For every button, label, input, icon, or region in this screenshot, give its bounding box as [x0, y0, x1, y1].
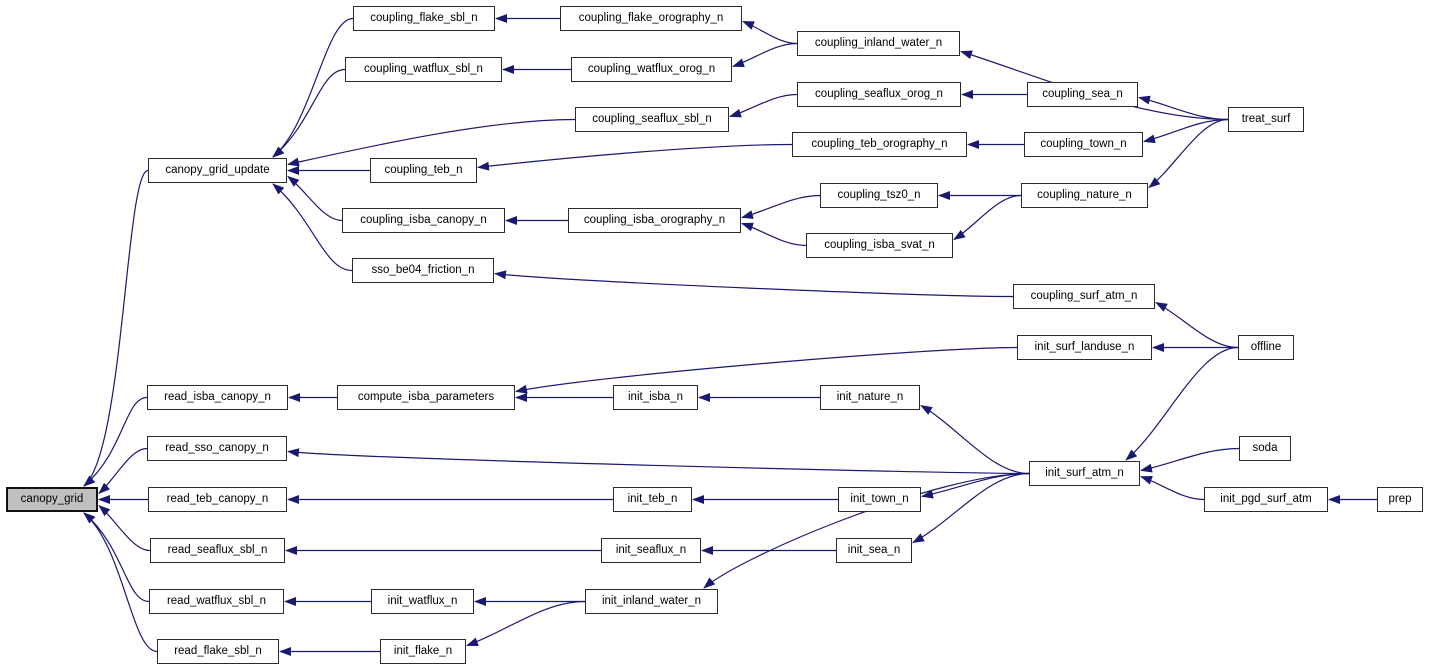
- node-coupling_surf_atm_n[interactable]: coupling_surf_atm_n: [1013, 284, 1155, 309]
- node-init_teb_n[interactable]: init_teb_n: [613, 487, 692, 512]
- edge-coupling_teb_orography_n-to-coupling_teb_n: [477, 143, 793, 171]
- edge-coupling_isba_svat_n-to-coupling_isba_orography_n: [741, 222, 807, 247]
- edge-offline-to-init_surf_atm_n: [1125, 346, 1239, 461]
- node-read_sso_canopy_n[interactable]: read_sso_canopy_n: [147, 436, 287, 461]
- node-read_isba_canopy_n[interactable]: read_isba_canopy_n: [147, 385, 288, 410]
- node-init_seaflux_n[interactable]: init_seaflux_n: [601, 538, 701, 563]
- edge-init_surf_atm_n-to-init_nature_n: [920, 404, 1030, 475]
- edge-coupling_watflux_sbl_n-to-canopy_grid_update: [272, 68, 346, 158]
- edge-read_sso_canopy_n-to-canopy_grid: [98, 447, 148, 495]
- edge-init_surf_landuse_n-to-compute_isba_parameters: [515, 346, 1018, 394]
- node-coupling_watflux_orog_n[interactable]: coupling_watflux_orog_n: [571, 57, 732, 82]
- node-init_town_n[interactable]: init_town_n: [838, 487, 921, 512]
- edge-coupling_flake_sbl_n-to-canopy_grid_update: [272, 17, 354, 158]
- edge-sso_be04_friction_n-to-canopy_grid_update: [272, 183, 353, 272]
- edge-offline-to-coupling_surf_atm_n: [1155, 302, 1239, 349]
- node-coupling_flake_sbl_n[interactable]: coupling_flake_sbl_n: [353, 6, 495, 31]
- edge-init_surf_atm_n-to-init_inland_water_n: [703, 472, 1030, 589]
- edge-coupling_nature_n-to-coupling_isba_svat_n: [953, 194, 1022, 241]
- node-read_teb_canopy_n[interactable]: read_teb_canopy_n: [148, 487, 287, 512]
- node-init_flake_n[interactable]: init_flake_n: [380, 639, 466, 664]
- edge-init_inland_water_n-to-init_flake_n: [466, 600, 586, 647]
- node-coupling_town_n[interactable]: coupling_town_n: [1024, 132, 1143, 157]
- node-init_isba_n[interactable]: init_isba_n: [613, 385, 698, 410]
- node-coupling_isba_canopy_n[interactable]: coupling_isba_canopy_n: [342, 208, 505, 233]
- node-treat_surf[interactable]: treat_surf: [1228, 107, 1304, 132]
- edge-treat_surf-to-coupling_nature_n: [1148, 118, 1229, 189]
- edge-soda-to-init_surf_atm_n: [1140, 447, 1240, 473]
- node-canopy_grid_update[interactable]: canopy_grid_update: [148, 158, 287, 183]
- node-coupling_isba_svat_n[interactable]: coupling_isba_svat_n: [806, 233, 953, 258]
- edge-canopy_grid_update-to-canopy_grid: [83, 169, 149, 487]
- node-coupling_tsz0_n[interactable]: coupling_tsz0_n: [820, 183, 938, 208]
- node-compute_isba_parameters[interactable]: compute_isba_parameters: [337, 385, 515, 410]
- node-coupling_flake_orography_n[interactable]: coupling_flake_orography_n: [560, 6, 742, 31]
- node-coupling_teb_orography_n[interactable]: coupling_teb_orography_n: [792, 132, 967, 157]
- node-coupling_isba_orography_n[interactable]: coupling_isba_orography_n: [568, 208, 741, 233]
- node-coupling_watflux_sbl_n[interactable]: coupling_watflux_sbl_n: [345, 57, 502, 82]
- edge-treat_surf-to-coupling_town_n: [1143, 118, 1229, 144]
- edge-coupling_isba_canopy_n-to-canopy_grid_update: [287, 175, 343, 222]
- node-coupling_seaflux_orog_n[interactable]: coupling_seaflux_orog_n: [797, 82, 961, 107]
- node-init_surf_atm_n[interactable]: init_surf_atm_n: [1029, 461, 1140, 486]
- edge-coupling_surf_atm_n-to-sso_be04_friction_n: [494, 270, 1014, 298]
- edge-coupling_seaflux_sbl_n-to-canopy_grid_update: [287, 118, 576, 167]
- edge-coupling_inland_water_n-to-coupling_flake_orography_n: [742, 20, 798, 45]
- node-init_watflux_n[interactable]: init_watflux_n: [371, 589, 474, 614]
- edge-coupling_inland_water_n-to-coupling_watflux_orog_n: [732, 42, 798, 68]
- node-init_inland_water_n[interactable]: init_inland_water_n: [585, 589, 718, 614]
- node-coupling_seaflux_sbl_n[interactable]: coupling_seaflux_sbl_n: [575, 107, 729, 132]
- node-read_seaflux_sbl_n[interactable]: read_seaflux_sbl_n: [150, 538, 285, 563]
- edge-init_pgd_surf_atm-to-init_surf_atm_n: [1140, 476, 1205, 501]
- edge-coupling_tsz0_n-to-coupling_isba_orography_n: [741, 194, 821, 219]
- edge-coupling_seaflux_orog_n-to-coupling_seaflux_sbl_n: [729, 93, 798, 118]
- edge-read_seaflux_sbl_n-to-canopy_grid: [98, 504, 151, 552]
- node-init_pgd_surf_atm[interactable]: init_pgd_surf_atm: [1204, 487, 1328, 512]
- node-init_surf_landuse_n[interactable]: init_surf_landuse_n: [1017, 335, 1152, 360]
- node-prep[interactable]: prep: [1377, 487, 1423, 512]
- node-coupling_teb_n[interactable]: coupling_teb_n: [370, 158, 477, 183]
- node-read_watflux_sbl_n[interactable]: read_watflux_sbl_n: [149, 589, 284, 614]
- node-offline[interactable]: offline: [1238, 335, 1294, 360]
- edge-init_surf_atm_n-to-init_sea_n: [912, 472, 1030, 544]
- node-canopy_grid[interactable]: canopy_grid: [6, 487, 98, 512]
- edge-read_isba_canopy_n-to-canopy_grid: [83, 396, 148, 487]
- edge-init_surf_atm_n-to-init_town_n: [921, 472, 1030, 499]
- node-coupling_nature_n[interactable]: coupling_nature_n: [1021, 183, 1148, 208]
- edge-init_surf_atm_n-to-read_sso_canopy_n: [287, 448, 1030, 475]
- node-read_flake_sbl_n[interactable]: read_flake_sbl_n: [157, 639, 279, 664]
- edge-read_watflux_sbl_n-to-canopy_grid: [83, 512, 150, 603]
- node-coupling_inland_water_n[interactable]: coupling_inland_water_n: [797, 31, 960, 56]
- edge-treat_surf-to-coupling_sea_n: [1138, 95, 1229, 121]
- edge-read_flake_sbl_n-to-canopy_grid: [83, 512, 158, 653]
- node-soda[interactable]: soda: [1239, 436, 1291, 461]
- node-coupling_sea_n[interactable]: coupling_sea_n: [1027, 82, 1138, 107]
- node-init_sea_n[interactable]: init_sea_n: [836, 538, 912, 563]
- node-init_nature_n[interactable]: init_nature_n: [820, 385, 920, 410]
- node-sso_be04_friction_n[interactable]: sso_be04_friction_n: [352, 258, 494, 283]
